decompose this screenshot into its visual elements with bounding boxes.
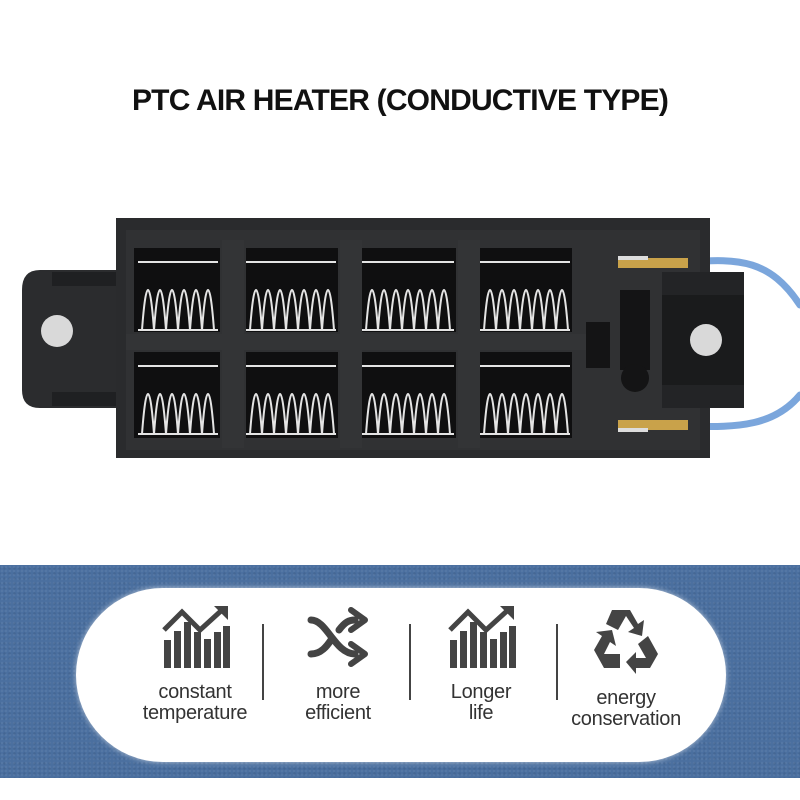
- feature-label: more efficient: [305, 681, 371, 724]
- divider: [556, 624, 558, 700]
- feature-constant-temperature: constant temperature: [125, 606, 265, 724]
- bar-chart-trend-icon: [162, 606, 230, 668]
- ptc-heater-product-image: [22, 218, 800, 458]
- feature-energy-conservation: energy conservation: [556, 606, 696, 730]
- recycle-icon: [594, 610, 658, 674]
- page-title: PTC AIR HEATER (CONDUCTIVE TYPE): [131, 84, 669, 117]
- feature-label: constant temperature: [142, 681, 248, 724]
- divider: [262, 624, 264, 700]
- feature-label: energy conservation: [571, 687, 681, 730]
- divider: [409, 624, 411, 700]
- feature-label: Longer life: [450, 681, 512, 724]
- bar-chart-trend-icon: [448, 606, 516, 668]
- shuffle-arrows-icon: [307, 607, 368, 667]
- feature-more-efficient: more efficient: [268, 606, 408, 724]
- feature-longer-life: Longer life: [411, 606, 551, 724]
